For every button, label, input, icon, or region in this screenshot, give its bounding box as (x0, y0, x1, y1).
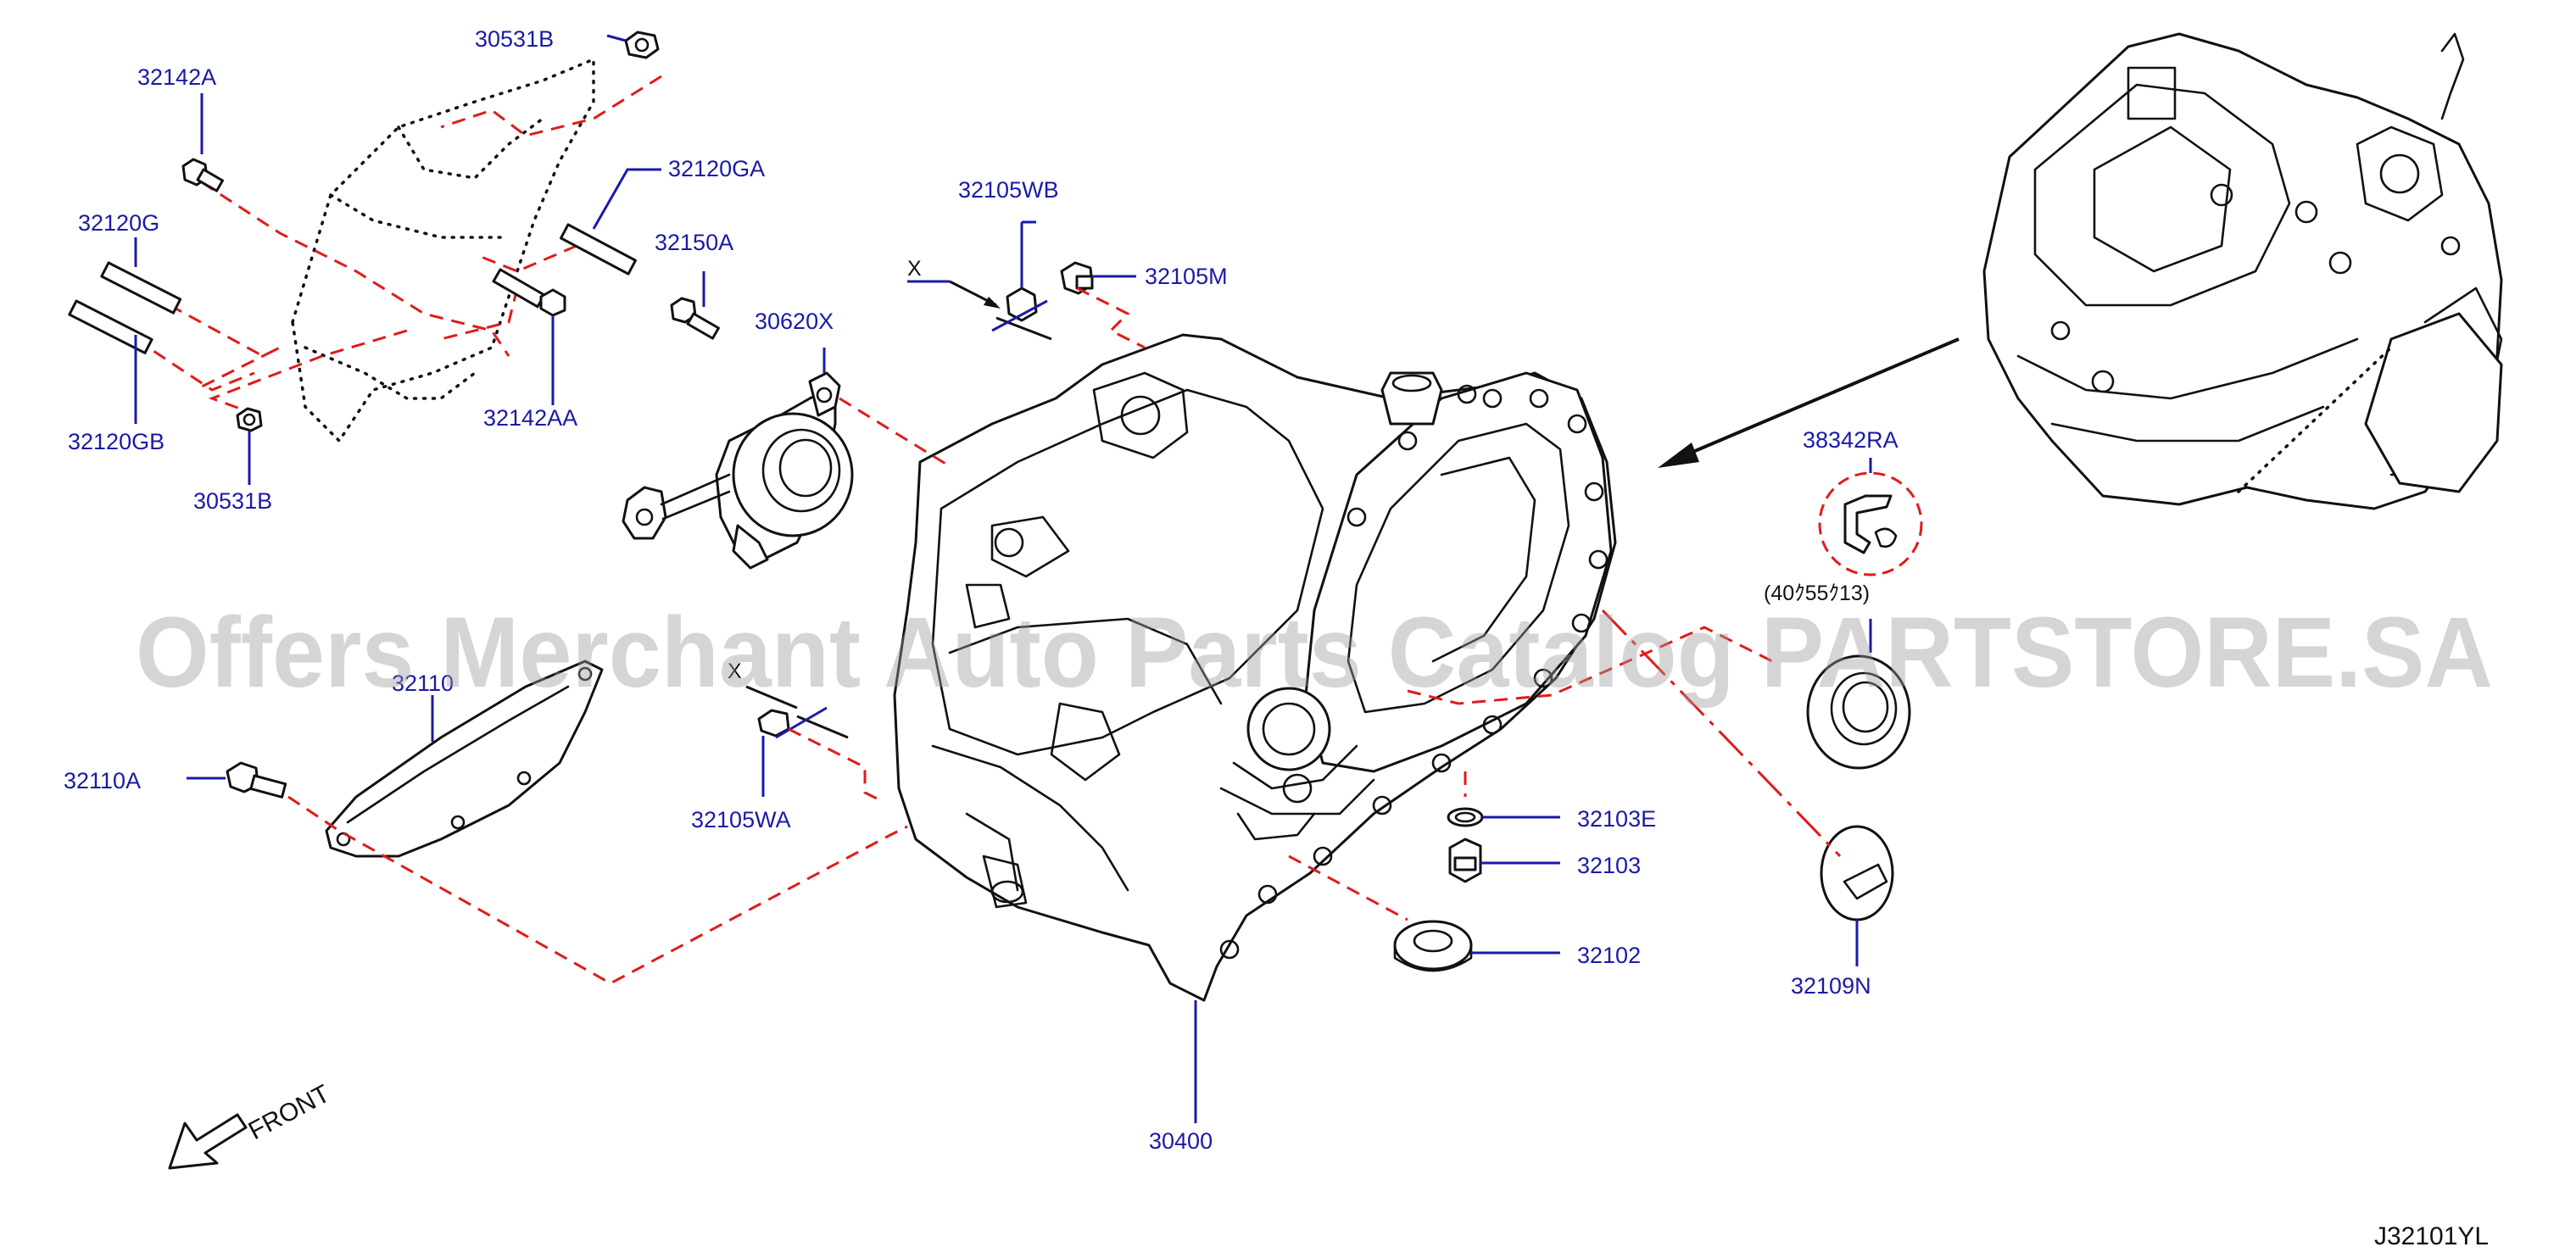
label-32142A[interactable]: 32142A (137, 64, 216, 90)
stud-32120GA[interactable] (560, 168, 661, 276)
label-32150A[interactable]: 32150A (655, 230, 733, 255)
bolt-32110A[interactable] (187, 761, 287, 799)
seal-32102[interactable] (1393, 920, 1560, 972)
bracket-outline (291, 57, 595, 443)
label-32109N[interactable]: 32109N (1791, 973, 1871, 999)
size-note: (40ｸ55ｸ13) (1764, 582, 1870, 605)
label-32102[interactable]: 32102 (1577, 943, 1641, 968)
stud-32120G[interactable] (100, 237, 182, 314)
part-labels: 30531B 32142A 32120GA 32120G 32150A 3062… (64, 26, 2489, 1250)
watermark: Offers Merchant Auto Parts Catalog PARTS… (136, 597, 2493, 709)
label-30400[interactable]: 30400 (1149, 1128, 1213, 1154)
label-32105M[interactable]: 32105M (1145, 264, 1228, 289)
cover-plate-32110[interactable] (325, 660, 604, 858)
label-32110[interactable]: 32110 (392, 671, 454, 696)
label-32120G[interactable]: 32120G (78, 210, 159, 236)
transmission-case-30400[interactable] (893, 333, 1617, 1002)
flange-bolt-holes (1219, 388, 1609, 960)
transaxle-assembly-illustration (1658, 32, 2503, 510)
label-32110A[interactable]: 32110A (64, 768, 141, 793)
assembly-lines-bracket (135, 75, 662, 417)
label-32105WA[interactable]: 32105WA (691, 807, 791, 832)
bolt-32142A[interactable] (181, 93, 225, 192)
oil-seal-detail-38342RA[interactable] (1818, 458, 1923, 576)
label-32142AA[interactable]: 32142AA (483, 405, 577, 431)
bolt-32142AA[interactable] (492, 268, 566, 405)
plug-32103[interactable] (1448, 838, 1560, 883)
oil-seal-38342RA[interactable] (1806, 619, 1911, 770)
section-mark-x-top: X (907, 257, 922, 281)
plug-32105M[interactable] (1060, 261, 1136, 295)
label-32120GA[interactable]: 32120GA (668, 156, 765, 181)
release-bearing-30620X[interactable] (622, 348, 951, 570)
label-32120GB[interactable]: 32120GB (68, 429, 164, 454)
label-30620X[interactable]: 30620X (755, 309, 834, 334)
stud-32120GB[interactable] (68, 299, 153, 424)
section-mark-top (907, 280, 1052, 341)
section-mark-x-middle: X (728, 660, 742, 683)
label-32105WB[interactable]: 32105WB (958, 177, 1059, 203)
bolt-32150A[interactable] (670, 271, 720, 340)
label-30531B-bottom[interactable]: 30531B (193, 488, 272, 514)
label-30531B-top[interactable]: 30531B (475, 26, 554, 52)
label-32103[interactable]: 32103 (1577, 853, 1641, 878)
diagram-code: J32101YL (2374, 1222, 2489, 1250)
cap-32109N[interactable] (1820, 825, 1894, 966)
washer-32103E[interactable] (1447, 807, 1560, 827)
front-direction-arrow (168, 1113, 248, 1170)
bushing-32105WB[interactable] (1006, 220, 1038, 322)
nut-30531B-top[interactable] (606, 31, 660, 59)
section-mark-middle (745, 685, 849, 739)
front-label: FRONT (244, 1080, 335, 1146)
nut-30531B-bottom[interactable] (236, 407, 263, 485)
label-38342RA[interactable]: 38342RA (1803, 427, 1899, 453)
label-32103E[interactable]: 32103E (1577, 806, 1656, 832)
bushing-32105WA[interactable] (757, 709, 790, 797)
